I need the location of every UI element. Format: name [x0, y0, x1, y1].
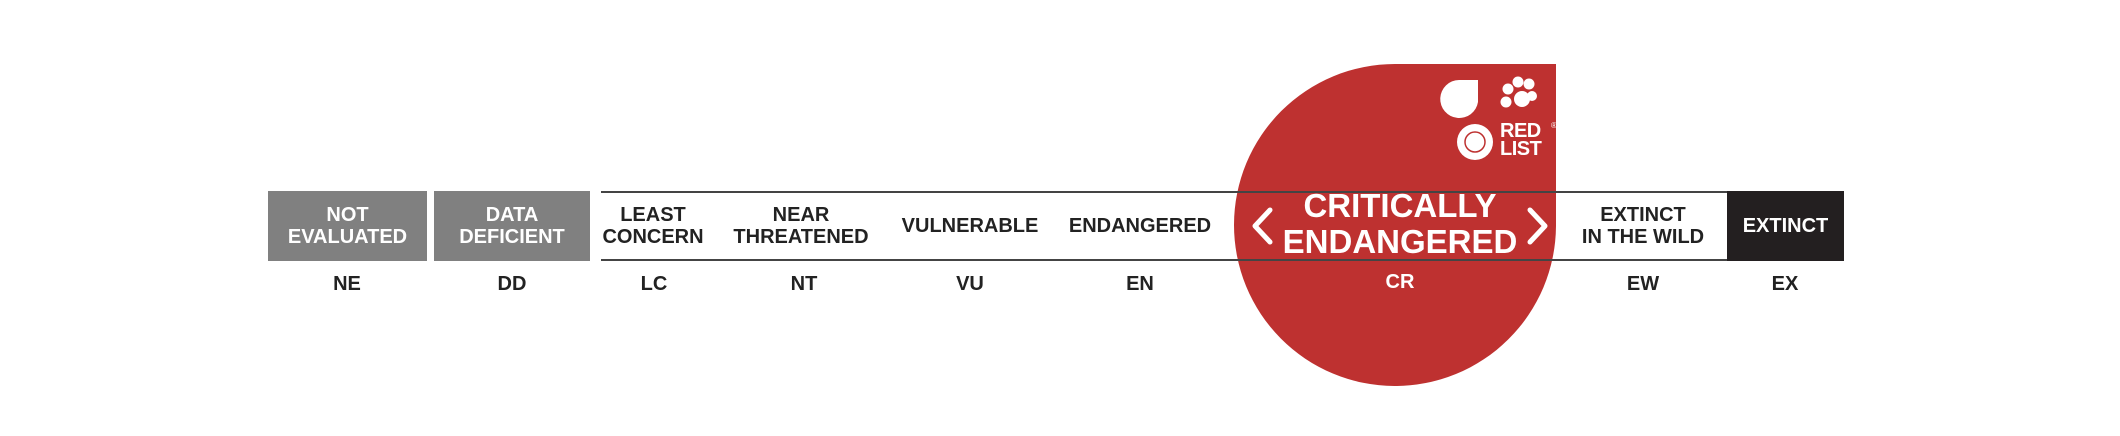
- chevron-right-icon: [1527, 207, 1548, 245]
- code-cr: CR: [1385, 271, 1415, 293]
- logo-seal-inner-ring: [1464, 131, 1486, 153]
- red-list-logo: ®: [1440, 76, 1557, 160]
- category-data-deficient: DATA DEFICIENT: [434, 191, 590, 261]
- category-endangered: ENDANGERED: [1068, 215, 1212, 237]
- chevron-left-icon: [1252, 207, 1273, 245]
- code-vu: VU: [956, 273, 984, 295]
- category-near-threatened: NEAR THREATENED: [733, 204, 869, 248]
- category-vulnerable: VULNERABLE: [901, 215, 1039, 237]
- logo-registered-mark: ®: [1551, 121, 1557, 130]
- category-extinct: EXTINCT: [1727, 191, 1844, 261]
- logo-pawprint-main-pad: [1514, 91, 1530, 107]
- logo-pawprint-toe-4: [1500, 96, 1512, 108]
- logo-drop-icon: [1440, 80, 1478, 118]
- category-least-concern: LEAST CONCERN: [602, 204, 704, 248]
- category-critically-endangered: CRITICALLY ENDANGERED: [1282, 187, 1518, 260]
- logo-seal-icon: [1457, 124, 1493, 160]
- logo-wordmark: RED LIST: [1500, 120, 1542, 160]
- code-nt: NT: [790, 273, 818, 295]
- logo-pawprint-toe-5: [1527, 91, 1537, 101]
- threat-band-outline: [601, 191, 1826, 261]
- code-ne: NE: [333, 273, 361, 295]
- code-lc: LC: [640, 273, 668, 295]
- logo-pawprint-toe-1: [1502, 83, 1514, 95]
- logo-pawprint-toe-2: [1512, 76, 1524, 88]
- category-not-evaluated: NOT EVALUATED: [268, 191, 427, 261]
- category-extinct-in-the-wild: EXTINCT IN THE WILD: [1581, 204, 1705, 248]
- logo-pawprint-toe-3: [1523, 78, 1535, 90]
- code-ew: EW: [1626, 273, 1660, 295]
- code-en: EN: [1126, 273, 1154, 295]
- code-dd: DD: [497, 273, 527, 295]
- code-ex: EX: [1771, 273, 1799, 295]
